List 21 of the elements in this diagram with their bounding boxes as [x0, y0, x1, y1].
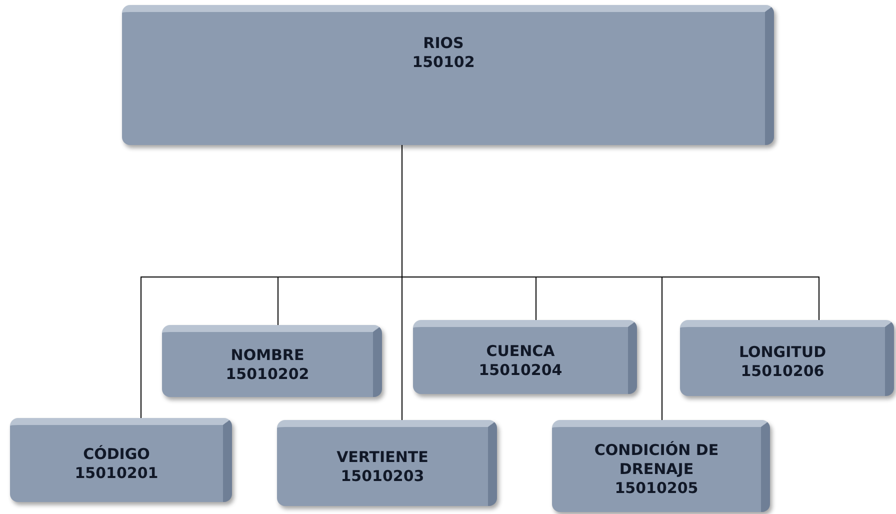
box-code: 15010203 — [340, 466, 424, 486]
category-box — [413, 320, 637, 394]
category-box — [162, 325, 382, 397]
category-box — [277, 420, 497, 506]
box-code: 15010205 — [614, 479, 698, 498]
category-box — [10, 418, 232, 502]
box-title: NOMBRE — [230, 346, 304, 364]
box-title: CÓDIGO — [83, 444, 150, 464]
box-title: LONGITUD — [738, 342, 826, 362]
box-code: 15010204 — [478, 360, 562, 380]
category-box — [122, 5, 774, 145]
box-title: CUENCA — [486, 342, 555, 360]
box-code: 15010201 — [74, 464, 158, 482]
box-code: 150102 — [412, 53, 475, 72]
box-code: 15010206 — [740, 362, 824, 380]
box-title: CONDICIÓN DE DRENAJE — [593, 441, 720, 479]
box-code: 15010202 — [226, 364, 310, 384]
category-box — [552, 420, 770, 512]
category-box — [680, 320, 894, 396]
box-title: VERTIENTE — [336, 448, 428, 466]
box-title: RIOS — [423, 34, 464, 53]
